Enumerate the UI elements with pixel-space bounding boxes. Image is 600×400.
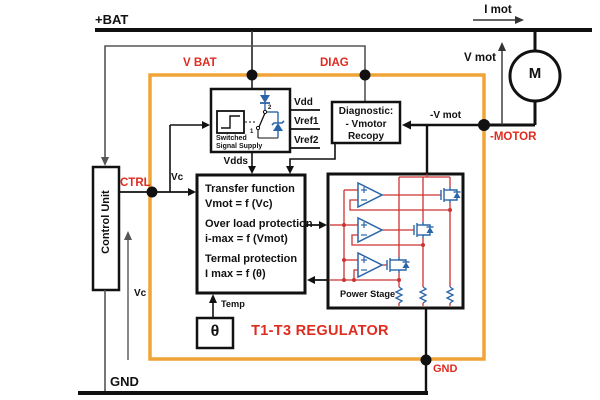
- diagnostic-box-text: Diagnostic: - Vmotor Recopy: [332, 106, 400, 144]
- motor-m-label: M: [528, 65, 542, 82]
- diagnostic-transfer-wire: [286, 143, 336, 174]
- gnd-pin-label: GND: [433, 363, 458, 375]
- supply-diode-icon: [260, 90, 270, 110]
- power-stage-input-bus: [330, 189, 358, 280]
- v-mot-arrow: [498, 42, 506, 125]
- switch-pos1-label: 1: [250, 129, 254, 135]
- switched-supply-line1: Switched: [216, 135, 247, 142]
- vc-wire-label: Vc: [171, 172, 184, 183]
- transfer-powerstage-wires: [305, 221, 329, 284]
- vref1-label: Vref1: [294, 116, 319, 127]
- transfer-line1: Transfer function: [205, 183, 295, 195]
- i-mot-label: I mot: [484, 4, 512, 16]
- regulator-boundary: [148, 73, 486, 361]
- neg-v-mot-label: -V mot: [430, 110, 462, 121]
- diagnostic-box: [330, 100, 402, 145]
- pin-dots: [146, 69, 490, 366]
- motor-symbol: [508, 49, 562, 103]
- temp-wire: [209, 294, 217, 318]
- vref2-label: Vref2: [294, 135, 319, 146]
- opamp-icon-3: [357, 251, 384, 279]
- regulator-title: T1-T3 REGULATOR: [251, 323, 389, 339]
- ctrl-pin-label: CTRL: [120, 177, 151, 189]
- opamp-icon-1: [357, 181, 384, 209]
- transfer-line4: i-max = f (Vmot): [205, 233, 288, 245]
- mosfet-icon-1: [440, 187, 461, 203]
- mosfet-icon-3: [386, 257, 410, 273]
- opamp-icon-2: [357, 216, 384, 244]
- red-junction-dots: [342, 208, 452, 282]
- control-unit-box: [91, 165, 121, 292]
- transfer-line6: I max = f (θ): [205, 268, 266, 280]
- transfer-line3: Over load protection: [205, 218, 313, 230]
- gnd-rail-label: GND: [110, 374, 139, 389]
- temp-label: Temp: [221, 299, 245, 309]
- transfer-line2: Vmot = f (Vc): [205, 198, 273, 210]
- vdd-label: Vdd: [294, 97, 313, 108]
- vdds-wire: [248, 152, 256, 174]
- neg-motor-pin-label: -MOTOR: [490, 131, 537, 143]
- transfer-line5: Termal protection: [205, 253, 298, 265]
- switched-supply-line2: Signal Supply: [216, 143, 263, 150]
- motor-wires: [484, 32, 537, 127]
- vdds-label: Vdds: [223, 156, 248, 167]
- power-stage-box: [326, 172, 465, 310]
- control-unit-label: Control Unit: [99, 190, 112, 254]
- v-mot-label: V mot: [464, 52, 496, 64]
- v-bat-pin-label: V BAT: [183, 57, 217, 69]
- diag-pin-label: DIAG: [320, 57, 349, 69]
- vc-annotation-label: Vc: [134, 288, 147, 299]
- supply-zener-icon: [267, 111, 285, 138]
- theta-box: [195, 316, 235, 350]
- switched-supply-box: [209, 87, 292, 154]
- diagnostic-line1: Diagnostic:: [338, 106, 394, 117]
- i-mot-arrow: [473, 16, 524, 24]
- power-stage-label: Power Stage: [340, 289, 396, 299]
- resistor-icons: [394, 286, 455, 304]
- switch-pos2-label: 2: [268, 105, 272, 111]
- diagnostic-line2: - Vmotor: [345, 118, 387, 130]
- neg-v-mot-wire: [402, 120, 484, 174]
- theta-label: θ: [210, 323, 220, 340]
- supply-output-stubs: [290, 109, 320, 149]
- diagnostic-line3: Recopy: [347, 131, 385, 142]
- transfer-box: [195, 173, 307, 295]
- power-stage-feedback-wires: [329, 199, 450, 281]
- bat-rail-label: +BAT: [95, 12, 129, 27]
- supply-switch-icon: [245, 109, 278, 139]
- vc-annotation-arrow: [124, 231, 132, 360]
- mosfet-icon-2: [413, 222, 434, 238]
